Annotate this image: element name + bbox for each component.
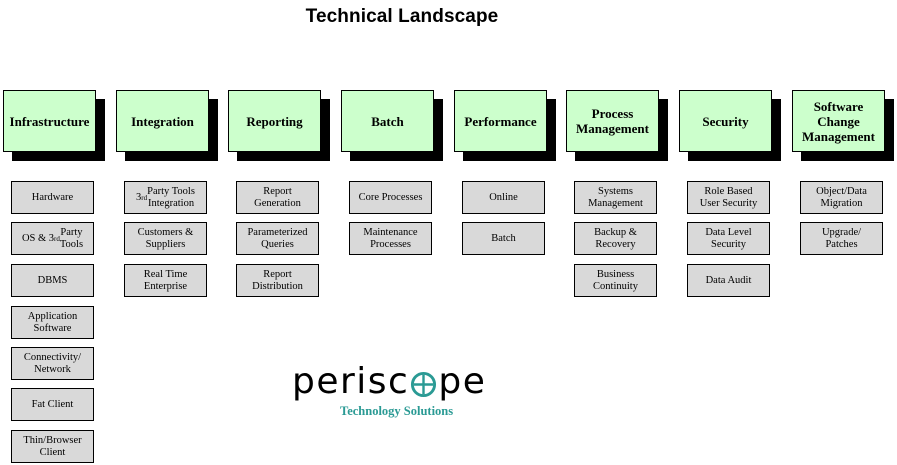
- item-box-fat-client: Fat Client: [11, 388, 94, 421]
- item-box-dbms: DBMS: [11, 264, 94, 297]
- category-header-integration: Integration: [116, 90, 209, 152]
- item-box-data-audit: Data Audit: [687, 264, 770, 297]
- item-box-upgrade-patches: Upgrade/Patches: [800, 222, 883, 255]
- item-box-customers-suppliers: Customers &Suppliers: [124, 222, 207, 255]
- category-header-performance: Performance: [454, 90, 547, 152]
- logo-word-end: pe: [438, 361, 487, 402]
- category-header-batch: Batch: [341, 90, 434, 152]
- item-box-online: Online: [462, 181, 545, 214]
- item-box-backup-recovery: Backup &Recovery: [574, 222, 657, 255]
- item-box-hardware: Hardware: [11, 181, 94, 214]
- page-title: Technical Landscape: [305, 6, 499, 27]
- category-header-infrastructure: Infrastructure: [3, 90, 96, 152]
- category-header-security: Security: [679, 90, 772, 152]
- item-box-batch: Batch: [462, 222, 545, 255]
- item-box-core-processes: Core Processes: [349, 181, 432, 214]
- crosshair-icon: [411, 371, 437, 397]
- logo-wordmark: perisc pe: [292, 362, 486, 402]
- category-header-reporting: Reporting: [228, 90, 321, 152]
- logo-tagline: Technology Solutions: [340, 404, 454, 418]
- logo-word-start: perisc: [292, 361, 410, 402]
- item-box-connectivity-network: Connectivity/Network: [11, 347, 94, 380]
- company-logo: perisc pe Technology Solutions: [292, 362, 517, 422]
